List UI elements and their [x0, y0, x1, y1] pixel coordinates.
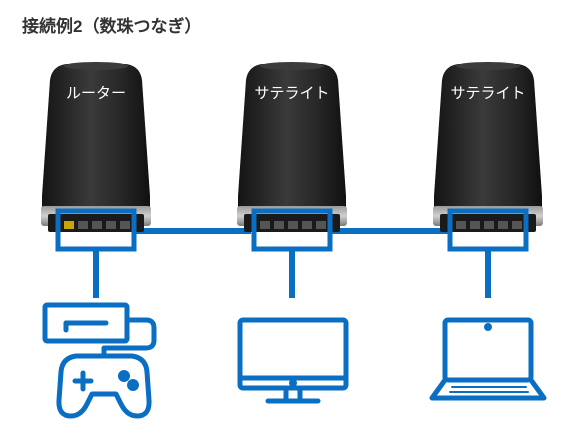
ethernet-ports — [64, 221, 130, 229]
router-unit: ルーター — [41, 62, 151, 252]
satellite-unit: サテライト — [433, 62, 543, 252]
node-label: サテライト — [254, 85, 329, 102]
diagram-title: 接続例2（数珠つなぎ） — [22, 17, 202, 36]
port-highlight-box — [447, 208, 529, 252]
node-label: サテライト — [450, 85, 525, 102]
device-cables — [93, 250, 491, 298]
laptop-icon — [429, 317, 547, 401]
ethernet-ports — [456, 221, 522, 229]
ethernet-ports — [260, 221, 326, 229]
port-highlight-box — [251, 208, 333, 252]
desktop-monitor-icon — [237, 317, 349, 404]
port-highlight-box — [55, 208, 137, 252]
node-label: ルーター — [66, 85, 126, 102]
satellite-unit: サテライト — [237, 62, 347, 252]
game-console-icon — [42, 302, 157, 419]
